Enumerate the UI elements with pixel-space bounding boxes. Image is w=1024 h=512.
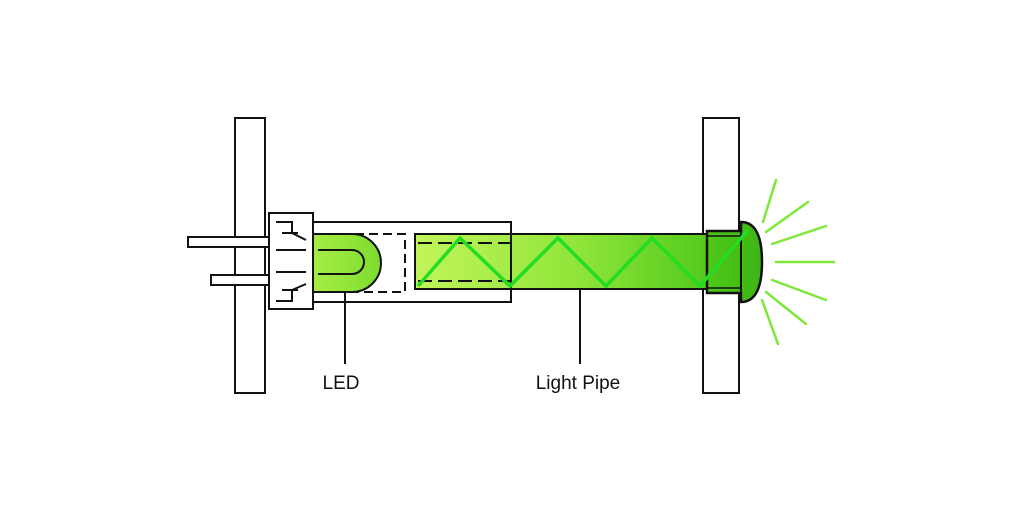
led-housing [312, 233, 406, 293]
led-die [318, 249, 365, 275]
light-pipe-label: Light Pipe [535, 373, 621, 394]
reflection-ray [416, 228, 750, 289]
socket-clip [268, 212, 314, 310]
left-panel [234, 117, 266, 394]
led-body [312, 233, 382, 293]
light-pipe-head [705, 220, 764, 304]
led-label: LED [322, 373, 360, 394]
emitted-light-rays [760, 178, 836, 346]
